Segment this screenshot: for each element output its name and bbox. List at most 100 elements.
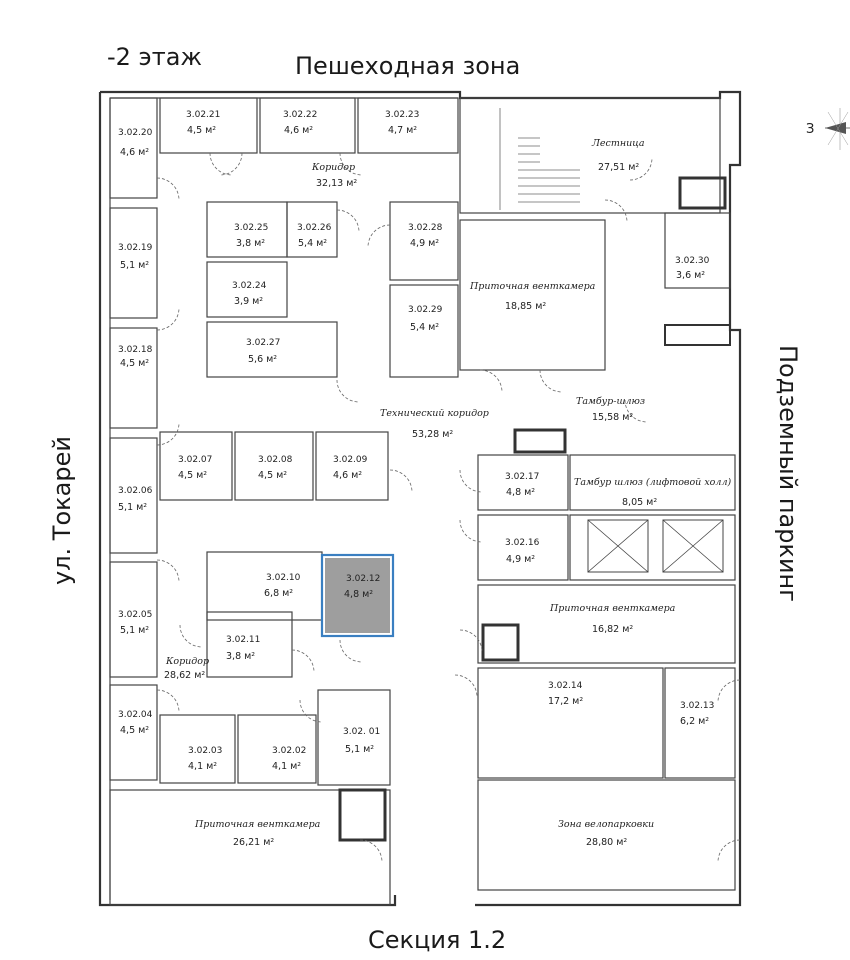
highlighted-room-3.02.12[interactable] bbox=[325, 558, 390, 633]
svg-text:6,8 м²: 6,8 м² bbox=[264, 588, 293, 599]
svg-text:Зона велопарковки: Зона велопарковки bbox=[558, 819, 654, 830]
room-label-3.02.18: 3.02.18 4,5 м² bbox=[118, 345, 153, 369]
room-label-3.02.06: 3.02.06 5,1 м² bbox=[118, 486, 153, 513]
svg-text:3.02.14: 3.02.14 bbox=[548, 681, 583, 691]
svg-text:Приточная венткамера: Приточная венткамера bbox=[469, 281, 596, 292]
svg-text:3.02.10: 3.02.10 bbox=[266, 573, 301, 583]
svg-text:27,51 м²: 27,51 м² bbox=[598, 162, 639, 173]
svg-text:5,6 м²: 5,6 м² bbox=[248, 354, 277, 365]
svg-text:4,5 м²: 4,5 м² bbox=[120, 725, 149, 736]
room-label-3.02.02: 3.02.02 4,1 м² bbox=[272, 746, 306, 772]
svg-text:3.02.26: 3.02.26 bbox=[297, 223, 332, 233]
svg-text:28,62 м²: 28,62 м² bbox=[164, 670, 205, 681]
walls-top bbox=[109, 97, 721, 429]
room-label-3.02.30: 3.02.30 3,6 м² bbox=[675, 256, 710, 281]
room-label-3.02.22: 3.02.22 4,6 м² bbox=[283, 110, 317, 136]
floor-label: -2 этаж bbox=[107, 43, 202, 71]
svg-text:53,28 м²: 53,28 м² bbox=[412, 429, 453, 440]
room-label-corridor-mid: Коридор 28,62 м² bbox=[164, 656, 209, 681]
bottom-label: Секция 1.2 bbox=[368, 926, 506, 954]
walls-middle bbox=[109, 428, 736, 664]
room-label-3.02.08: 3.02.08 4,5 м² bbox=[258, 455, 293, 481]
svg-text:4,6 м²: 4,6 м² bbox=[120, 147, 149, 158]
room-label-bike-parking: Зона велопарковки 28,80 м² bbox=[558, 819, 654, 848]
room-label-3.02.14: 3.02.14 17,2 м² bbox=[548, 681, 583, 707]
svg-text:5,4 м²: 5,4 м² bbox=[410, 322, 439, 333]
svg-text:3,8 м²: 3,8 м² bbox=[236, 238, 265, 249]
svg-text:4,9 м²: 4,9 м² bbox=[506, 554, 535, 565]
highlight-border bbox=[320, 553, 395, 638]
room-label-3.02.20: 3.02.20 4,6 м² bbox=[118, 128, 153, 158]
svg-text:3.02.02: 3.02.02 bbox=[272, 746, 306, 756]
svg-text:3.02.25: 3.02.25 bbox=[234, 223, 268, 233]
svg-text:3,9 м²: 3,9 м² bbox=[234, 296, 263, 307]
svg-text:3.02.28: 3.02.28 bbox=[408, 223, 443, 233]
door-swings bbox=[156, 152, 741, 863]
room-label-3.02.19: 3.02.19 5,1 м² bbox=[118, 243, 153, 271]
room-label-3.02.01: 3.02. 01 5,1 м² bbox=[343, 727, 380, 755]
walls-central-top bbox=[206, 176, 731, 378]
svg-text:3.02.04: 3.02.04 bbox=[118, 710, 153, 720]
svg-text:3.02.29: 3.02.29 bbox=[408, 305, 443, 315]
svg-text:3.02.21: 3.02.21 bbox=[186, 110, 220, 120]
stairs bbox=[499, 108, 580, 210]
svg-text:4,1 м²: 4,1 м² bbox=[188, 761, 217, 772]
svg-text:3.02.30: 3.02.30 bbox=[675, 256, 710, 266]
svg-text:28,80 м²: 28,80 м² bbox=[586, 837, 627, 848]
svg-text:17,2 м²: 17,2 м² bbox=[548, 696, 583, 707]
svg-text:3.02.03: 3.02.03 bbox=[188, 746, 222, 756]
room-label-ventchamber-mid: Приточная венткамера 16,82 м² bbox=[549, 603, 676, 635]
room-label-lift-hall: Тамбур шлюз (лифтовой холл) 8,05 м² bbox=[574, 477, 731, 508]
svg-text:3.02.18: 3.02.18 bbox=[118, 345, 153, 355]
room-label-3.02.23: 3.02.23 4,7 м² bbox=[385, 110, 419, 136]
svg-text:4,8 м²: 4,8 м² bbox=[344, 589, 373, 600]
svg-text:5,1 м²: 5,1 м² bbox=[120, 625, 149, 636]
svg-text:3.02.13: 3.02.13 bbox=[680, 701, 714, 711]
room-label-ventchamber-top: Приточная венткамера 18,85 м² bbox=[469, 281, 596, 312]
svg-text:3,6 м²: 3,6 м² bbox=[676, 270, 705, 281]
compass-icon bbox=[825, 108, 850, 150]
room-label-3.02.28: 3.02.28 4,9 м² bbox=[408, 223, 443, 249]
svg-text:5,1 м²: 5,1 м² bbox=[118, 502, 147, 513]
room-label-3.02.10: 3.02.10 6,8 м² bbox=[264, 573, 301, 599]
svg-text:Коридор: Коридор bbox=[311, 162, 355, 173]
room-label-3.02.16: 3.02.16 4,9 м² bbox=[505, 538, 540, 565]
svg-text:3.02.24: 3.02.24 bbox=[232, 281, 267, 291]
room-label-3.02.27: 3.02.27 5,6 м² bbox=[246, 338, 280, 365]
room-label-3.02.29: 3.02.29 5,4 м² bbox=[408, 305, 443, 333]
svg-text:16,82 м²: 16,82 м² bbox=[592, 624, 633, 635]
room-label-3.02.13: 3.02.13 6,2 м² bbox=[680, 701, 714, 727]
room-label-3.02.04: 3.02.04 4,5 м² bbox=[118, 710, 153, 736]
room-label-ventchamber-bottom: Приточная венткамера 26,21 м² bbox=[194, 819, 321, 848]
svg-text:Тамбур шлюз (лифтовой холл): Тамбур шлюз (лифтовой холл) bbox=[574, 477, 731, 488]
right-label: Подземный паркинг bbox=[774, 345, 802, 602]
svg-text:3.02.08: 3.02.08 bbox=[258, 455, 293, 465]
svg-text:3.02.19: 3.02.19 bbox=[118, 243, 153, 253]
svg-text:32,13 м²: 32,13 м² bbox=[316, 178, 357, 189]
room-label-3.02.03: 3.02.03 4,1 м² bbox=[188, 746, 222, 772]
svg-text:4,5 м²: 4,5 м² bbox=[187, 125, 216, 136]
svg-text:3.02. 01: 3.02. 01 bbox=[343, 727, 380, 737]
svg-text:4,9 м²: 4,9 м² bbox=[410, 238, 439, 249]
svg-text:3.02.20: 3.02.20 bbox=[118, 128, 153, 138]
svg-text:8,05 м²: 8,05 м² bbox=[622, 497, 657, 508]
svg-text:3.02.09: 3.02.09 bbox=[333, 455, 368, 465]
svg-text:15,58 м²: 15,58 м² bbox=[592, 412, 633, 423]
svg-text:3.02.06: 3.02.06 bbox=[118, 486, 153, 496]
room-label-tech-corridor: Технический коридор 53,28 м² bbox=[380, 408, 489, 440]
svg-text:Приточная венткамера: Приточная венткамера bbox=[549, 603, 676, 614]
svg-text:Тамбур-шлюз: Тамбур-шлюз bbox=[576, 396, 645, 407]
room-label-airlock: Тамбур-шлюз 15,58 м² bbox=[576, 396, 645, 423]
svg-text:4,7 м²: 4,7 м² bbox=[388, 125, 417, 136]
svg-text:4,8 м²: 4,8 м² bbox=[506, 487, 535, 498]
svg-text:4,6 м²: 4,6 м² bbox=[333, 470, 362, 481]
svg-text:18,85 м²: 18,85 м² bbox=[505, 301, 546, 312]
room-label-3.02.17: 3.02.17 4,8 м² bbox=[505, 472, 539, 498]
room-label-3.02.05: 3.02.05 5,1 м² bbox=[118, 610, 152, 636]
room-label-3.02.07: 3.02.07 4,5 м² bbox=[178, 455, 212, 481]
svg-text:3.02.23: 3.02.23 bbox=[385, 110, 419, 120]
room-label-3.02.09: 3.02.09 4,6 м² bbox=[333, 455, 368, 481]
room-label-3.02.21: 3.02.21 4,5 м² bbox=[186, 110, 220, 136]
room-label-3.02.26: 3.02.26 5,4 м² bbox=[297, 223, 332, 249]
